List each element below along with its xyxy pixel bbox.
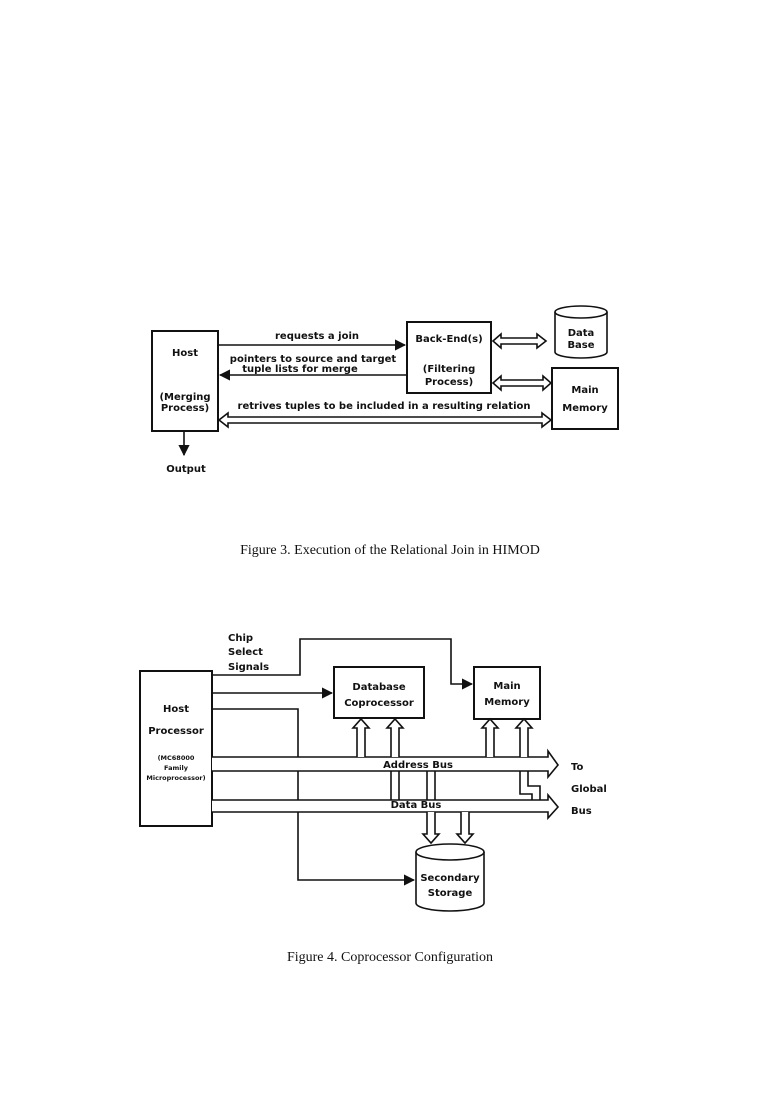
retrieve-tuples-label: retrives tuples to be included in a resu… bbox=[238, 401, 531, 412]
database-cylinder: Data Base bbox=[554, 305, 608, 359]
host-processor-box bbox=[139, 670, 213, 827]
output-label: Output bbox=[166, 464, 206, 475]
secondary-storage-label-1: Secondary bbox=[420, 873, 480, 884]
main-memory-label-2: Memory bbox=[562, 403, 608, 414]
host-processor-model-1: (MC68000 bbox=[158, 754, 195, 762]
secondary-storage-label-2: Storage bbox=[428, 888, 473, 899]
database-label-1: Data bbox=[568, 328, 595, 339]
database-label-2: Base bbox=[567, 340, 594, 351]
backend-process-label-2: Process) bbox=[425, 377, 473, 388]
memory-bus-connectors bbox=[480, 717, 541, 800]
backend-process-label-1: (Filtering bbox=[423, 364, 475, 375]
data-bus bbox=[212, 792, 560, 821]
figure-3-caption: Figure 3. Execution of the Relational Jo… bbox=[240, 543, 540, 558]
chip-select-wire-memory bbox=[212, 638, 474, 690]
host-label: Host bbox=[172, 348, 198, 359]
host-process-label-1: (Merging bbox=[159, 392, 210, 403]
main-memory-fig4-label-1: Main bbox=[493, 681, 520, 692]
host-processor-label-2: Processor bbox=[148, 726, 204, 737]
coprocessor-box bbox=[333, 666, 425, 719]
coprocessor-label-2: Coprocessor bbox=[344, 698, 414, 709]
address-bus-label: Address Bus bbox=[383, 760, 453, 771]
host-box bbox=[151, 330, 219, 432]
host-secondary-wire bbox=[212, 708, 416, 886]
coprocessor-bus-connectors bbox=[351, 717, 405, 800]
backend-memory-link bbox=[491, 374, 553, 392]
host-memory-retrieve-link bbox=[217, 411, 553, 429]
main-memory-box bbox=[551, 367, 619, 430]
address-bus bbox=[212, 748, 560, 780]
chip-select-label-2: Select bbox=[228, 647, 263, 658]
figure-4-caption: Figure 4. Coprocessor Configuration bbox=[287, 950, 493, 965]
main-memory-label-1: Main bbox=[571, 385, 598, 396]
coprocessor-label-1: Database bbox=[352, 682, 405, 693]
figure-3: Host (Merging Process) Back-End(s) (Filt… bbox=[151, 305, 619, 558]
backend-box bbox=[406, 321, 492, 394]
main-memory-fig4-label-2: Memory bbox=[484, 697, 530, 708]
global-bus-label-2: Global bbox=[571, 784, 607, 795]
backend-database-link bbox=[491, 332, 548, 350]
host-processor-label-1: Host bbox=[163, 704, 189, 715]
storage-bus-connectors bbox=[421, 771, 475, 845]
host-processor-model-2: Family bbox=[164, 764, 189, 772]
chip-select-label-3: Signals bbox=[228, 662, 269, 673]
global-bus-label-3: Bus bbox=[571, 806, 592, 817]
chip-select-label-1: Chip bbox=[228, 633, 253, 644]
main-memory-box-fig4 bbox=[473, 666, 541, 720]
host-process-label-2: Process) bbox=[161, 403, 209, 414]
pointers-label-1: pointers to source and target bbox=[230, 354, 397, 365]
global-bus-label-1: To bbox=[571, 762, 583, 773]
figure-4: Chip Select Signals Host Processor (MC68… bbox=[139, 633, 607, 965]
data-bus-label: Data Bus bbox=[391, 800, 442, 811]
host-processor-model-3: Microprocessor) bbox=[146, 774, 205, 782]
secondary-storage-cylinder: Secondary Storage bbox=[415, 843, 485, 912]
backend-label: Back-End(s) bbox=[415, 334, 482, 345]
request-join-label: requests a join bbox=[275, 331, 359, 342]
pointers-label-2: tuple lists for merge bbox=[242, 364, 358, 375]
